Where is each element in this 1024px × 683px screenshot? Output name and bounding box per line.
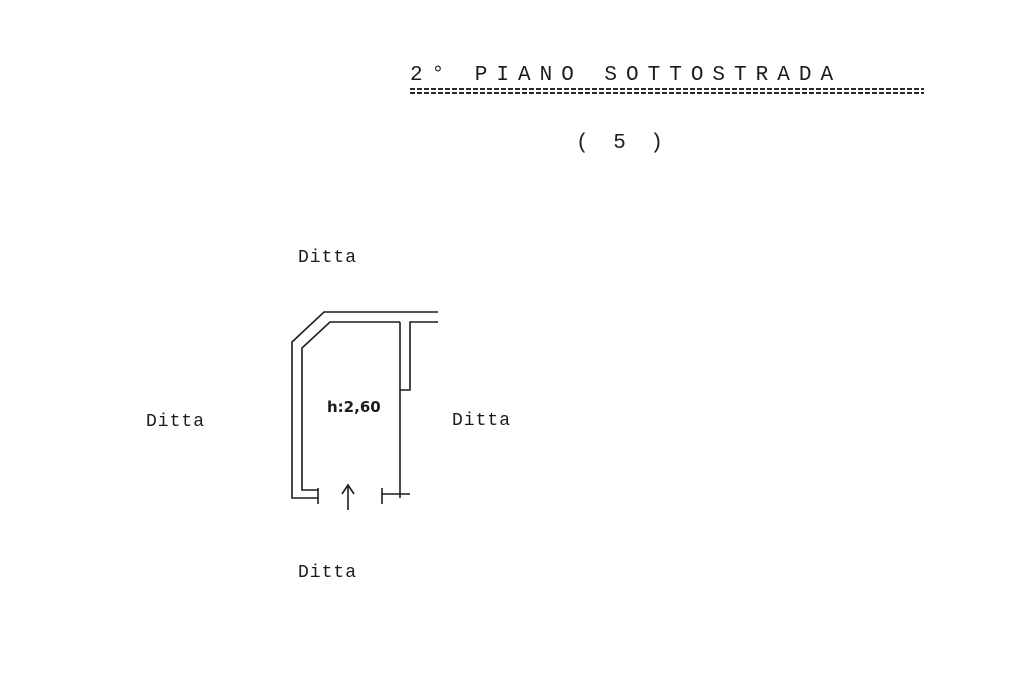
room-plan-drawing xyxy=(291,311,438,510)
room-height-label: h:2,60 xyxy=(327,398,381,416)
room-walls xyxy=(291,311,438,499)
neighbor-label-top: Ditta xyxy=(298,248,358,268)
arrow-up-icon xyxy=(341,483,355,510)
title-underline xyxy=(410,88,924,96)
neighbor-label-left: Ditta xyxy=(146,412,206,432)
door-jambs xyxy=(317,488,383,504)
neighbor-label-right: Ditta xyxy=(452,411,512,431)
page-title: 2° PIANO SOTTOSTRADA xyxy=(410,64,843,87)
plan-number: ( 5 ) xyxy=(576,132,670,155)
neighbor-label-bottom: Ditta xyxy=(298,563,358,583)
